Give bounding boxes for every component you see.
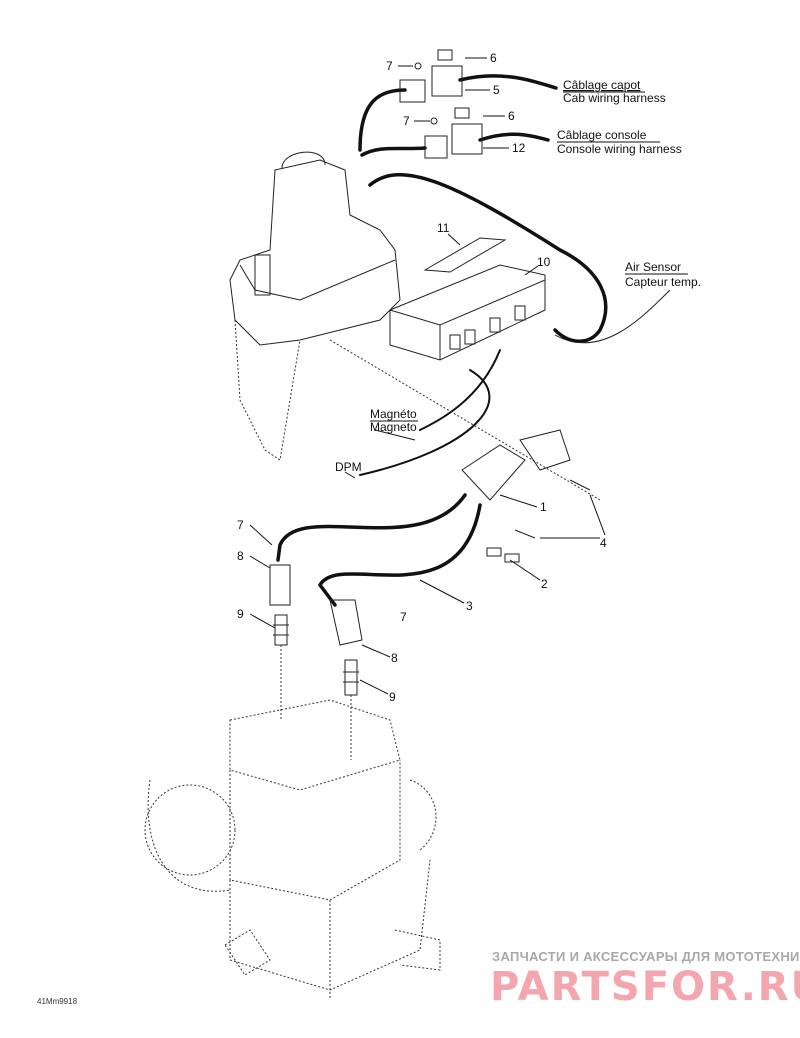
callout-1: 1 <box>540 500 547 514</box>
main-harness-wire <box>368 172 608 343</box>
callout-9: 9 <box>389 690 396 704</box>
console-harness-wire <box>360 132 550 157</box>
callout-4: 4 <box>600 536 607 550</box>
callout-2: 2 <box>541 577 548 591</box>
right-plug-drawing <box>329 599 363 696</box>
hv-wire-left <box>276 493 467 562</box>
cab-harness-wire <box>358 74 558 152</box>
watermark-brand: PARTSFOR.RU <box>490 964 800 1010</box>
magneto-label-fr: Magnéto <box>370 407 417 421</box>
callout-5: 5 <box>493 83 500 97</box>
mpem-module-drawing <box>389 237 546 361</box>
figure-code: 41Mm9918 <box>37 997 78 1006</box>
hv-wire-right <box>317 503 482 607</box>
magneto-wire <box>419 349 501 431</box>
left-plug-drawing <box>269 564 291 646</box>
connector-drawing <box>486 547 520 563</box>
leader-lines <box>249 57 606 695</box>
callout-12: 12 <box>512 141 526 155</box>
dpm-label: DPM <box>335 460 362 474</box>
callout-7: 7 <box>237 518 244 532</box>
air-sensor-label-fr: Capteur temp. <box>625 275 701 289</box>
callout-7: 7 <box>386 59 393 73</box>
cab-connector-drawing <box>399 49 463 103</box>
mounting-axis <box>329 339 601 501</box>
callout-10: 10 <box>537 255 551 269</box>
callout-6: 6 <box>508 109 515 123</box>
oil-tank-drawing <box>229 151 401 461</box>
air-sensor-label-en: Air Sensor <box>625 260 681 274</box>
callout-8: 8 <box>391 651 398 665</box>
ignition-coil-drawing <box>461 429 591 539</box>
air-sensor-wire <box>554 289 671 344</box>
engine-drawing <box>144 699 441 1000</box>
callout-11: 11 <box>437 221 450 235</box>
magneto-label-en: Magneto <box>370 420 417 434</box>
watermark-tagline: ЗАПЧАСТИ И АКСЕССУАРЫ ДЛЯ МОТОТЕХНИКИ <box>492 949 800 964</box>
callout-7: 7 <box>403 114 410 128</box>
console-harness-label-fr: Câblage console <box>557 128 647 142</box>
cab-harness-label-en: Cab wiring harness <box>563 91 666 105</box>
callout-8: 8 <box>237 549 244 563</box>
callout-7: 7 <box>400 610 407 624</box>
console-harness-label-en: Console wiring harness <box>557 142 682 156</box>
callout-3: 3 <box>466 599 473 613</box>
callout-6: 6 <box>490 51 497 65</box>
cab-harness-label-fr: Câblage capot <box>563 78 641 92</box>
dpm-wire <box>359 369 491 476</box>
console-connector-drawing <box>424 107 483 159</box>
callout-9: 9 <box>237 607 244 621</box>
